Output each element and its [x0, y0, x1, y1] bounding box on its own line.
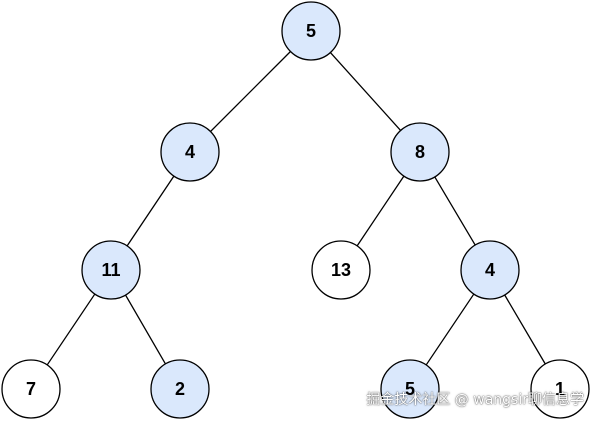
node-circle [460, 240, 520, 300]
watermark-text: 掘金技术社区 @ wangsir聊信息学 [366, 392, 584, 408]
node-label: 1 [555, 379, 565, 399]
tree-node: 8 [390, 122, 450, 182]
tree-edge [434, 176, 476, 246]
node-circle [530, 359, 590, 419]
node-label: 11 [101, 260, 120, 280]
tree-node: 11 [81, 240, 141, 300]
tree-node: 7 [1, 359, 61, 419]
tree-node: 5 [380, 359, 440, 419]
tree-edge [425, 293, 475, 366]
tree-edge [46, 293, 96, 366]
tree-edge [356, 175, 405, 247]
node-circle [150, 359, 210, 419]
tree-edge [124, 294, 167, 365]
node-circle [390, 122, 450, 182]
tree-node: 2 [150, 359, 210, 419]
tree-node: 1 [530, 359, 590, 419]
node-circle [281, 1, 341, 61]
tree-edge [329, 52, 402, 131]
node-label: 8 [415, 142, 425, 162]
tree-node: 5 [281, 1, 341, 61]
node-label: 13 [331, 260, 351, 280]
tree-edge [126, 175, 175, 247]
node-label: 2 [175, 379, 185, 399]
node-circle [160, 122, 220, 182]
node-circle [1, 359, 61, 419]
node-label: 4 [485, 260, 495, 280]
node-label: 4 [185, 142, 195, 162]
node-label: 5 [306, 21, 316, 41]
tree-edges [46, 51, 546, 366]
node-circle [81, 240, 141, 300]
node-circle [311, 240, 371, 300]
tree-edge [504, 294, 546, 365]
node-label: 5 [405, 379, 415, 399]
node-circle [380, 359, 440, 419]
tree-node: 4 [460, 240, 520, 300]
node-label: 7 [26, 379, 36, 399]
tree-node: 13 [311, 240, 371, 300]
tree-edge [210, 51, 291, 132]
tree-node: 4 [160, 122, 220, 182]
